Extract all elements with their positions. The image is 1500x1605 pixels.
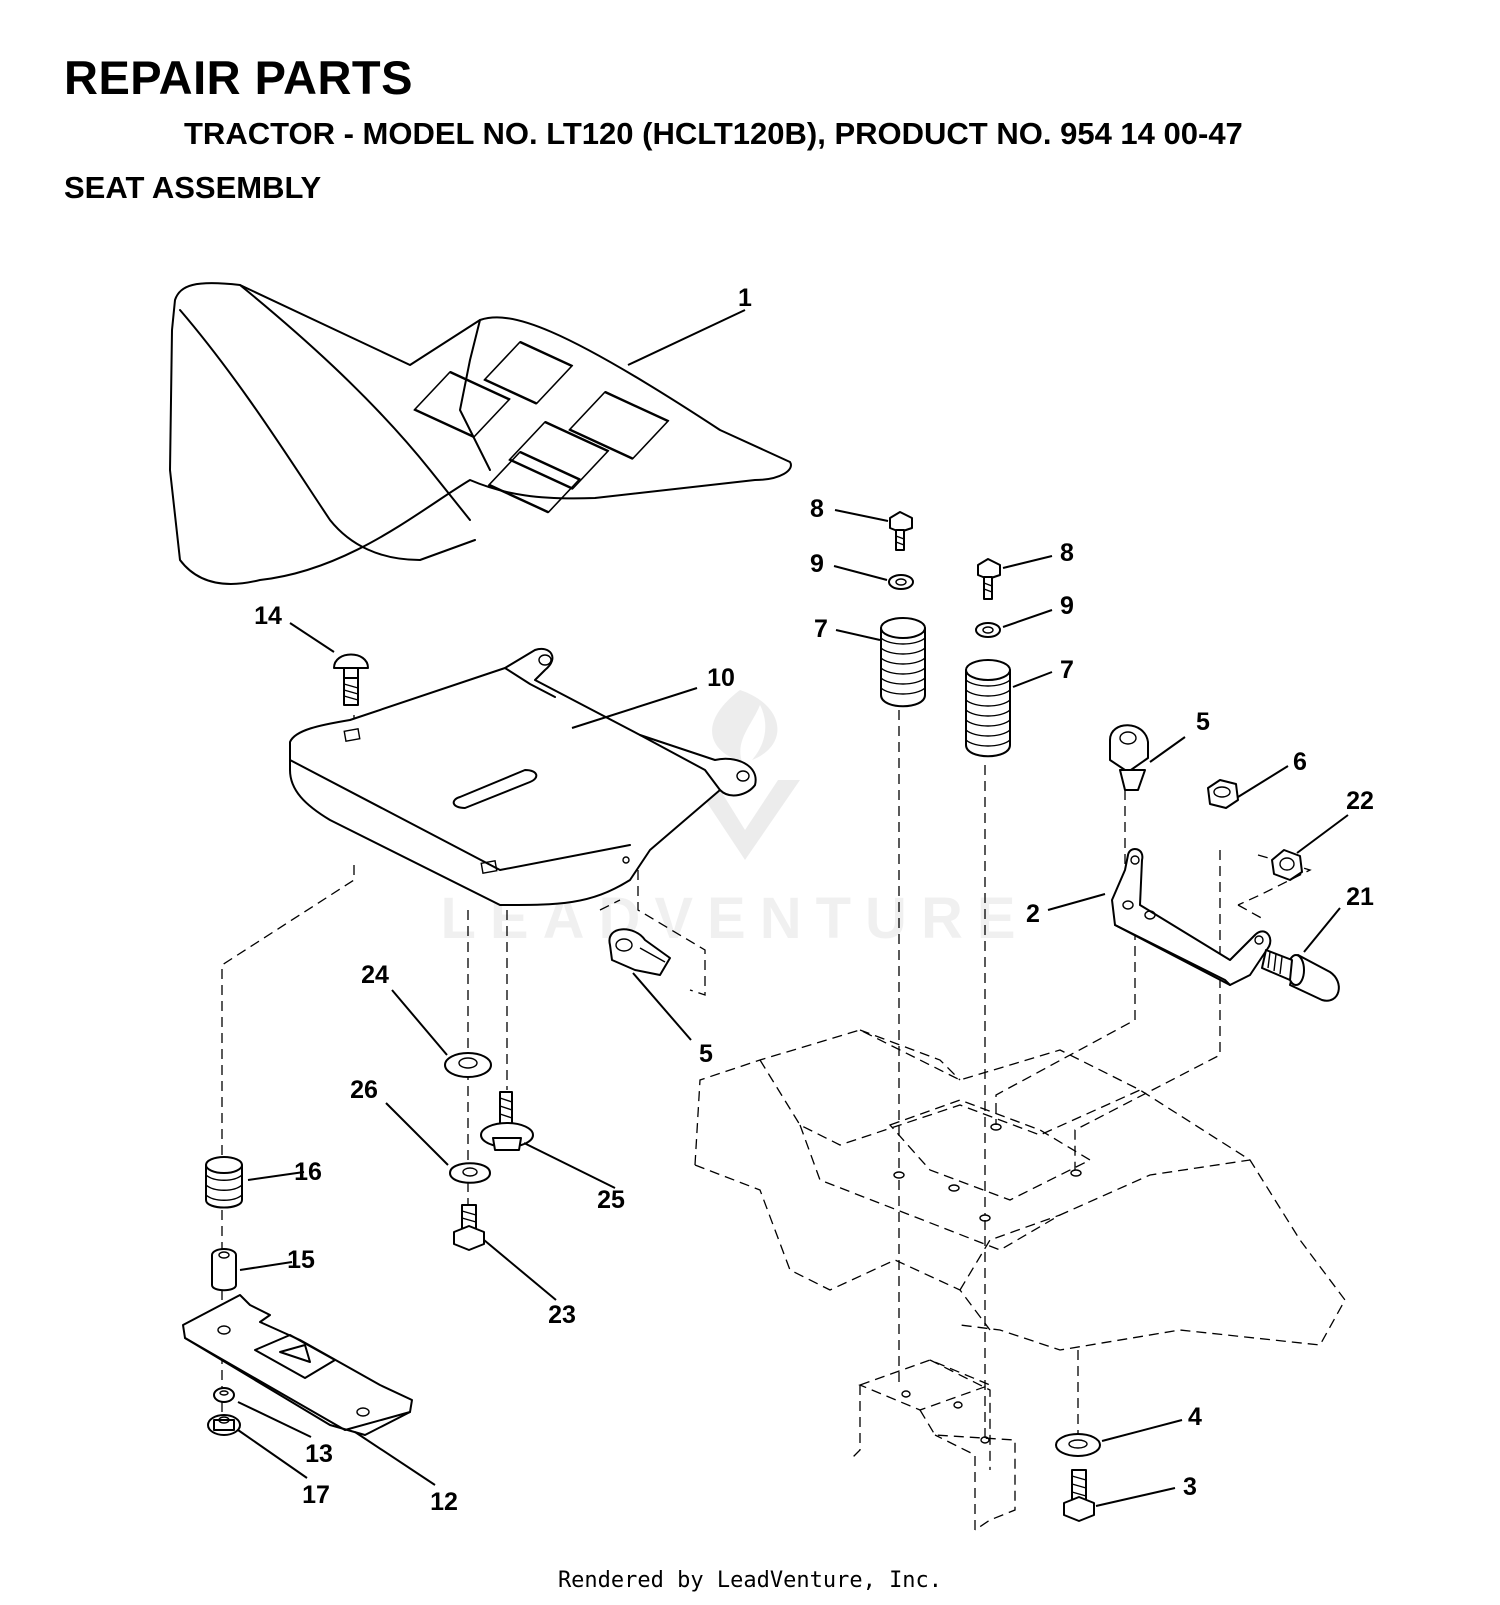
page-title: REPAIR PARTS	[64, 51, 413, 104]
hex-bolt-23-part	[453, 1204, 485, 1251]
callout-9b: 9	[1060, 592, 1074, 620]
seat-pan-part	[289, 647, 757, 906]
washer-4-part	[1055, 1433, 1101, 1457]
callout-3: 3	[1183, 1473, 1197, 1501]
nut-22-part	[1271, 849, 1303, 881]
callout-5b: 5	[699, 1040, 713, 1068]
spring-16-part	[205, 1156, 243, 1209]
washer-24-part	[444, 1052, 492, 1078]
callout-2: 2	[1026, 900, 1040, 928]
callout-9a: 9	[810, 550, 824, 578]
slide-plate-12-part	[182, 1294, 413, 1436]
hex-bolt-3-part	[1063, 1469, 1095, 1522]
lockwasher-26-part	[449, 1162, 491, 1184]
callout-22: 22	[1346, 787, 1374, 815]
callout-7b: 7	[1060, 656, 1074, 684]
bolt-8-right	[977, 558, 1001, 600]
spacer-15-part	[211, 1248, 237, 1292]
spring-7-right	[965, 659, 1011, 758]
clip-5-lower	[608, 928, 671, 976]
flange-bolt-25-part	[480, 1091, 534, 1151]
frame-holes	[893, 1123, 1082, 1444]
footer-credit: Rendered by LeadVenture, Inc.	[557, 1568, 943, 1593]
bracket-2-part	[1111, 848, 1272, 986]
spring-7-left	[880, 617, 926, 708]
callout-24: 24	[361, 961, 389, 989]
bolt-8-left	[889, 511, 913, 551]
nut-13-part	[213, 1387, 235, 1403]
fender-frame-outline	[694, 1029, 1346, 1531]
watermark-logo-icon	[692, 690, 800, 860]
leader-lines	[237, 309, 1349, 1507]
model-subtitle: TRACTOR - MODEL NO. LT120 (HCLT120B), PR…	[184, 116, 1243, 151]
callout-15: 15	[287, 1246, 315, 1274]
shoulder-bolt-21-part	[1261, 949, 1340, 1002]
callout-6: 6	[1293, 748, 1307, 776]
washer-9-right	[975, 622, 1001, 638]
callout-25: 25	[597, 1186, 625, 1214]
callout-17: 17	[302, 1481, 330, 1509]
clip-5-upper	[1109, 724, 1149, 791]
flange-nut-17-part	[207, 1414, 241, 1436]
callout-7a: 7	[814, 615, 828, 643]
callout-12: 12	[430, 1488, 458, 1516]
callout-labels: 1 8 9 8 9 7 7 14 10 5 6 22 2 21 24 5 26 …	[254, 284, 1374, 1516]
callout-26: 26	[350, 1076, 378, 1104]
callout-5a: 5	[1196, 708, 1210, 736]
callout-8a: 8	[810, 495, 824, 523]
callout-4: 4	[1188, 1403, 1202, 1431]
section-title: SEAT ASSEMBLY	[64, 170, 322, 205]
callout-23: 23	[548, 1301, 576, 1329]
callout-1: 1	[738, 284, 752, 312]
locknut-6-part	[1207, 779, 1239, 809]
callout-14: 14	[254, 602, 282, 630]
seat-part	[169, 282, 792, 585]
assembly-lines	[221, 710, 1312, 1440]
callout-16: 16	[294, 1158, 322, 1186]
callout-10: 10	[707, 664, 735, 692]
callout-13: 13	[305, 1440, 333, 1468]
carriage-bolt-part	[333, 653, 369, 706]
callout-8b: 8	[1060, 539, 1074, 567]
washer-9-left	[888, 574, 914, 590]
callout-21: 21	[1346, 883, 1374, 911]
